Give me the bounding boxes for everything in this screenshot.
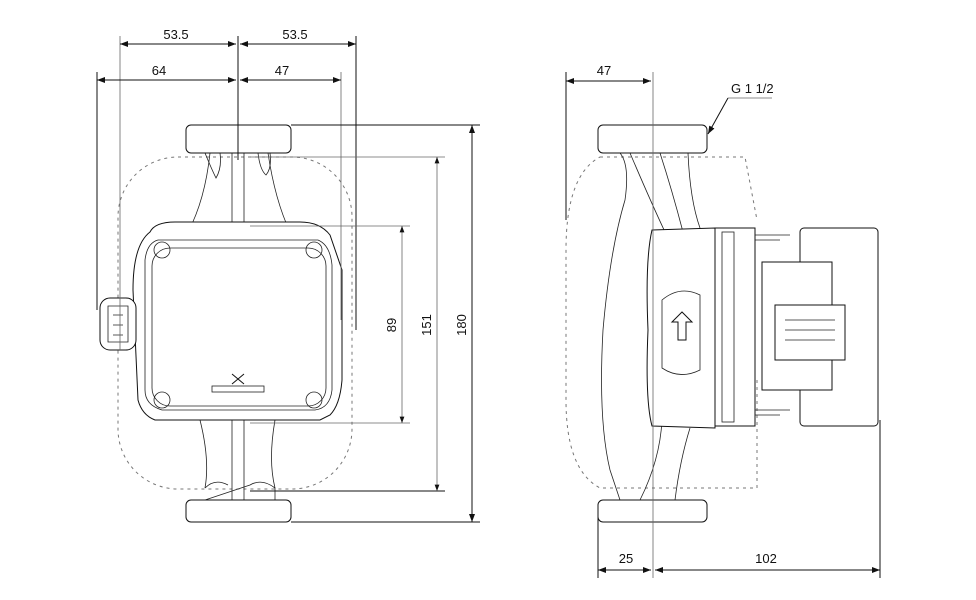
side-dimensions: 47 G 1 1/2 25 102 (565, 63, 881, 578)
front-upper-casing (187, 152, 291, 233)
control-box-faceplate (151, 247, 327, 407)
connector-side (774, 304, 846, 361)
motor-flange (714, 227, 756, 427)
grundfos-logo (211, 373, 265, 393)
dim-label-side-47: 47 (597, 63, 611, 78)
thread-leader-arrow (707, 97, 729, 135)
front-lower-casing (199, 419, 276, 500)
side-bottom-flange (597, 499, 708, 523)
side-volute-outline (601, 152, 701, 501)
side-envelope-outline (565, 156, 758, 489)
front-view (99, 36, 353, 523)
cooling-fins (755, 234, 790, 416)
connector-pins (107, 305, 129, 343)
dim-label-151: 151 (419, 314, 434, 336)
grundfos-logo-mark-icon (231, 373, 245, 385)
screw-icons (153, 241, 323, 409)
dim-label-53-5-left: 53.5 (163, 27, 188, 42)
control-box-housing (132, 221, 343, 421)
flow-direction-badge (661, 290, 701, 375)
screw-icon (153, 241, 171, 259)
thread-label: G 1 1/2 (731, 81, 774, 96)
front-upper-ribs (204, 152, 271, 179)
screw-icon (305, 241, 323, 259)
dim-label-25: 25 (619, 551, 633, 566)
front-dimensions: 53.5 53.5 64 47 180 151 89 (96, 27, 480, 523)
front-bottom-flange (185, 499, 292, 523)
pump-housing (646, 227, 716, 429)
screw-icon (305, 391, 323, 409)
front-lower-ribs (204, 481, 276, 501)
dim-label-47: 47 (275, 63, 289, 78)
dim-label-180: 180 (454, 314, 469, 336)
motor-flange-ring (721, 231, 735, 423)
side-top-flange (597, 124, 708, 154)
dim-label-89: 89 (384, 318, 399, 332)
grundfos-logo-text (211, 385, 265, 393)
electrical-connector (99, 297, 137, 351)
side-view (565, 72, 879, 578)
dim-label-53-5-right: 53.5 (282, 27, 307, 42)
screw-icon (153, 391, 171, 409)
dim-label-64: 64 (152, 63, 166, 78)
connector-side-pins (785, 319, 835, 341)
dim-label-102: 102 (755, 551, 777, 566)
side-casing-ribs (629, 152, 691, 501)
arrow-up-icon (670, 311, 694, 341)
control-box-bezel (144, 239, 333, 411)
